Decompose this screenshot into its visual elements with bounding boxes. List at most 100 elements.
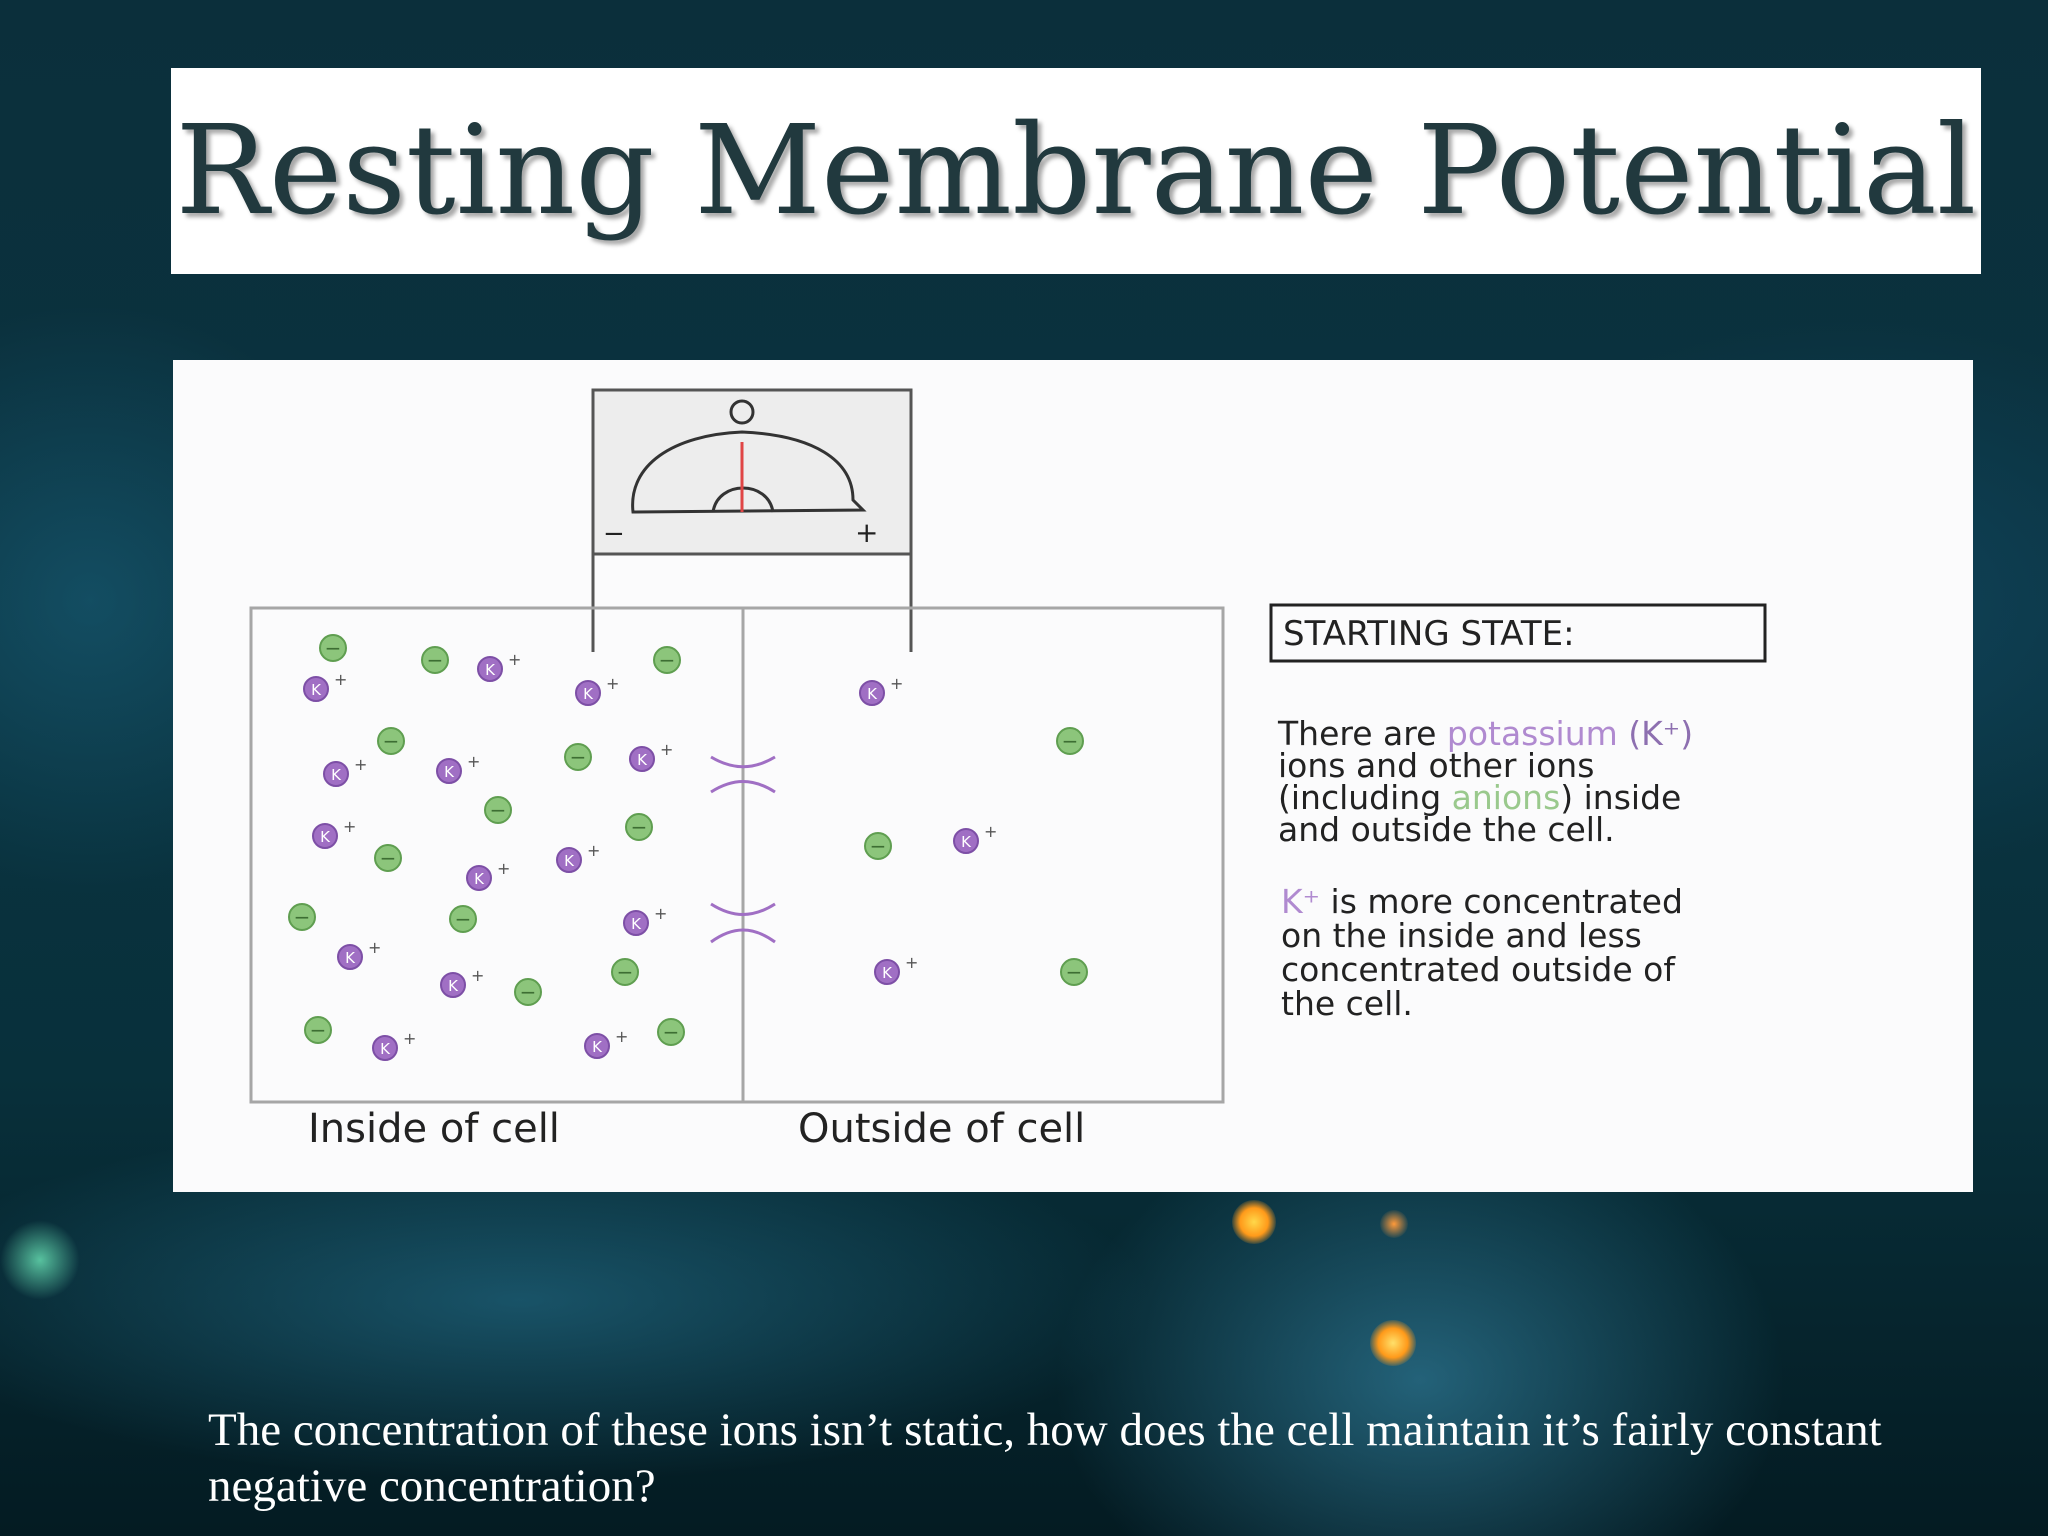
svg-text:K: K: [564, 852, 575, 870]
svg-text:+: +: [368, 938, 381, 957]
svg-text:K: K: [631, 915, 642, 933]
anion: −: [864, 832, 892, 860]
potassium-ion: K+: [556, 841, 600, 873]
anion: −: [484, 796, 512, 824]
voltmeter-plus-label: +: [855, 516, 878, 549]
svg-text:+: +: [497, 859, 510, 878]
note-line: and outside the cell.: [1278, 810, 1615, 849]
outside-cell-label: Outside of cell: [798, 1106, 1085, 1152]
note-line: concentrated outside of: [1281, 950, 1676, 989]
inside-cell-label: Inside of cell: [308, 1106, 560, 1152]
svg-text:−: −: [310, 1018, 327, 1042]
ion-channel-icon: [710, 902, 776, 944]
svg-text:K: K: [583, 685, 594, 703]
svg-text:−: −: [325, 636, 342, 660]
ion-channel-icon: [710, 755, 776, 794]
anion: −: [653, 646, 681, 674]
svg-text:+: +: [654, 904, 667, 923]
svg-text:+: +: [890, 674, 903, 693]
svg-text:K: K: [448, 977, 459, 995]
svg-text:−: −: [455, 907, 472, 931]
svg-text:−: −: [659, 648, 676, 672]
slide-caption: The concentration of these ions isn’t st…: [208, 1404, 1882, 1512]
anion: −: [374, 844, 402, 872]
notes: There are potassium (K⁺) ions and other …: [1277, 714, 1693, 1023]
potassium-ion: K+: [575, 674, 619, 706]
membrane-diagram: − + −−K+−K+K+−K+K+−K+−−K+−K+K+−−K+K+−K+−…: [173, 360, 1973, 1192]
svg-text:−: −: [631, 815, 648, 839]
svg-text:K: K: [331, 766, 342, 784]
svg-text:K: K: [345, 949, 356, 967]
anion: −: [611, 958, 639, 986]
svg-text:−: −: [383, 729, 400, 753]
anion: −: [288, 903, 316, 931]
potassium-ion: K+: [466, 859, 510, 891]
potassium-ion: K+: [623, 904, 667, 936]
svg-text:+: +: [343, 817, 356, 836]
svg-text:−: −: [1062, 729, 1079, 753]
background-glow: [0, 1220, 80, 1300]
potassium-ion: K+: [303, 670, 347, 702]
anion: −: [625, 813, 653, 841]
potassium-ion: K+: [953, 822, 997, 854]
voltmeter-minus-label: −: [603, 519, 625, 549]
note-line: There are potassium (K⁺): [1277, 714, 1693, 753]
note-line: (including anions) inside: [1278, 778, 1681, 817]
svg-text:+: +: [508, 650, 521, 669]
note-line: on the inside and less: [1281, 916, 1642, 955]
svg-text:K: K: [380, 1040, 391, 1058]
potassium-ion: K+: [874, 953, 918, 985]
ion-layer: −−K+−K+K+−K+K+−K+−−K+−K+K+−−K+K+−K+−−K+K…: [288, 634, 1088, 1061]
background-glow: [1370, 1320, 1416, 1366]
background-glow: [1232, 1200, 1276, 1244]
potassium-ion: K+: [436, 752, 480, 784]
diagram-canvas: − + −−K+−K+K+−K+K+−K+−−K+−K+K+−−K+K+−K+−…: [249, 388, 1767, 1152]
svg-text:K: K: [961, 833, 972, 851]
anion: −: [564, 743, 592, 771]
voltmeter-dial: [631, 430, 867, 514]
potassium-ion: K+: [323, 755, 367, 787]
anion: −: [449, 905, 477, 933]
compartment-box: [249, 606, 1225, 1104]
svg-text:K: K: [592, 1038, 603, 1056]
svg-text:K: K: [320, 828, 331, 846]
potassium-ion: K+: [337, 938, 381, 970]
anion: −: [657, 1018, 685, 1046]
potassium-ion: K+: [584, 1027, 628, 1059]
title-box: Resting Membrane Potential: [171, 68, 1981, 274]
potassium-ion: K+: [477, 650, 521, 682]
potassium-ion: K+: [312, 817, 356, 849]
note-line: ions and other ions: [1278, 746, 1594, 785]
svg-text:+: +: [984, 822, 997, 841]
note-line: the cell.: [1281, 984, 1413, 1023]
svg-text:+: +: [354, 755, 367, 774]
svg-text:+: +: [905, 953, 918, 972]
svg-text:K: K: [311, 681, 322, 699]
svg-text:−: −: [1066, 960, 1083, 984]
svg-text:−: −: [294, 905, 311, 929]
anion: −: [1060, 958, 1088, 986]
svg-text:K: K: [882, 964, 893, 982]
starting-state-label: STARTING STATE:: [1283, 614, 1575, 654]
note-line: K⁺ is more concentrated: [1281, 882, 1683, 921]
svg-text:−: −: [427, 648, 444, 672]
svg-text:−: −: [380, 846, 397, 870]
starting-state-box: [1269, 603, 1767, 663]
svg-text:+: +: [467, 752, 480, 771]
svg-text:+: +: [587, 841, 600, 860]
potassium-ion: K+: [629, 740, 673, 772]
svg-text:+: +: [471, 966, 484, 985]
potassium-ion: K+: [440, 966, 484, 998]
anion: −: [1056, 727, 1084, 755]
svg-text:+: +: [606, 674, 619, 693]
voltmeter: − +: [591, 388, 913, 652]
potassium-ion: K+: [859, 674, 903, 706]
svg-text:−: −: [663, 1020, 680, 1044]
anion: −: [319, 634, 347, 662]
svg-text:K: K: [485, 661, 496, 679]
svg-text:+: +: [660, 740, 673, 759]
svg-text:+: +: [334, 670, 347, 689]
svg-text:+: +: [615, 1027, 628, 1046]
anion: −: [421, 646, 449, 674]
